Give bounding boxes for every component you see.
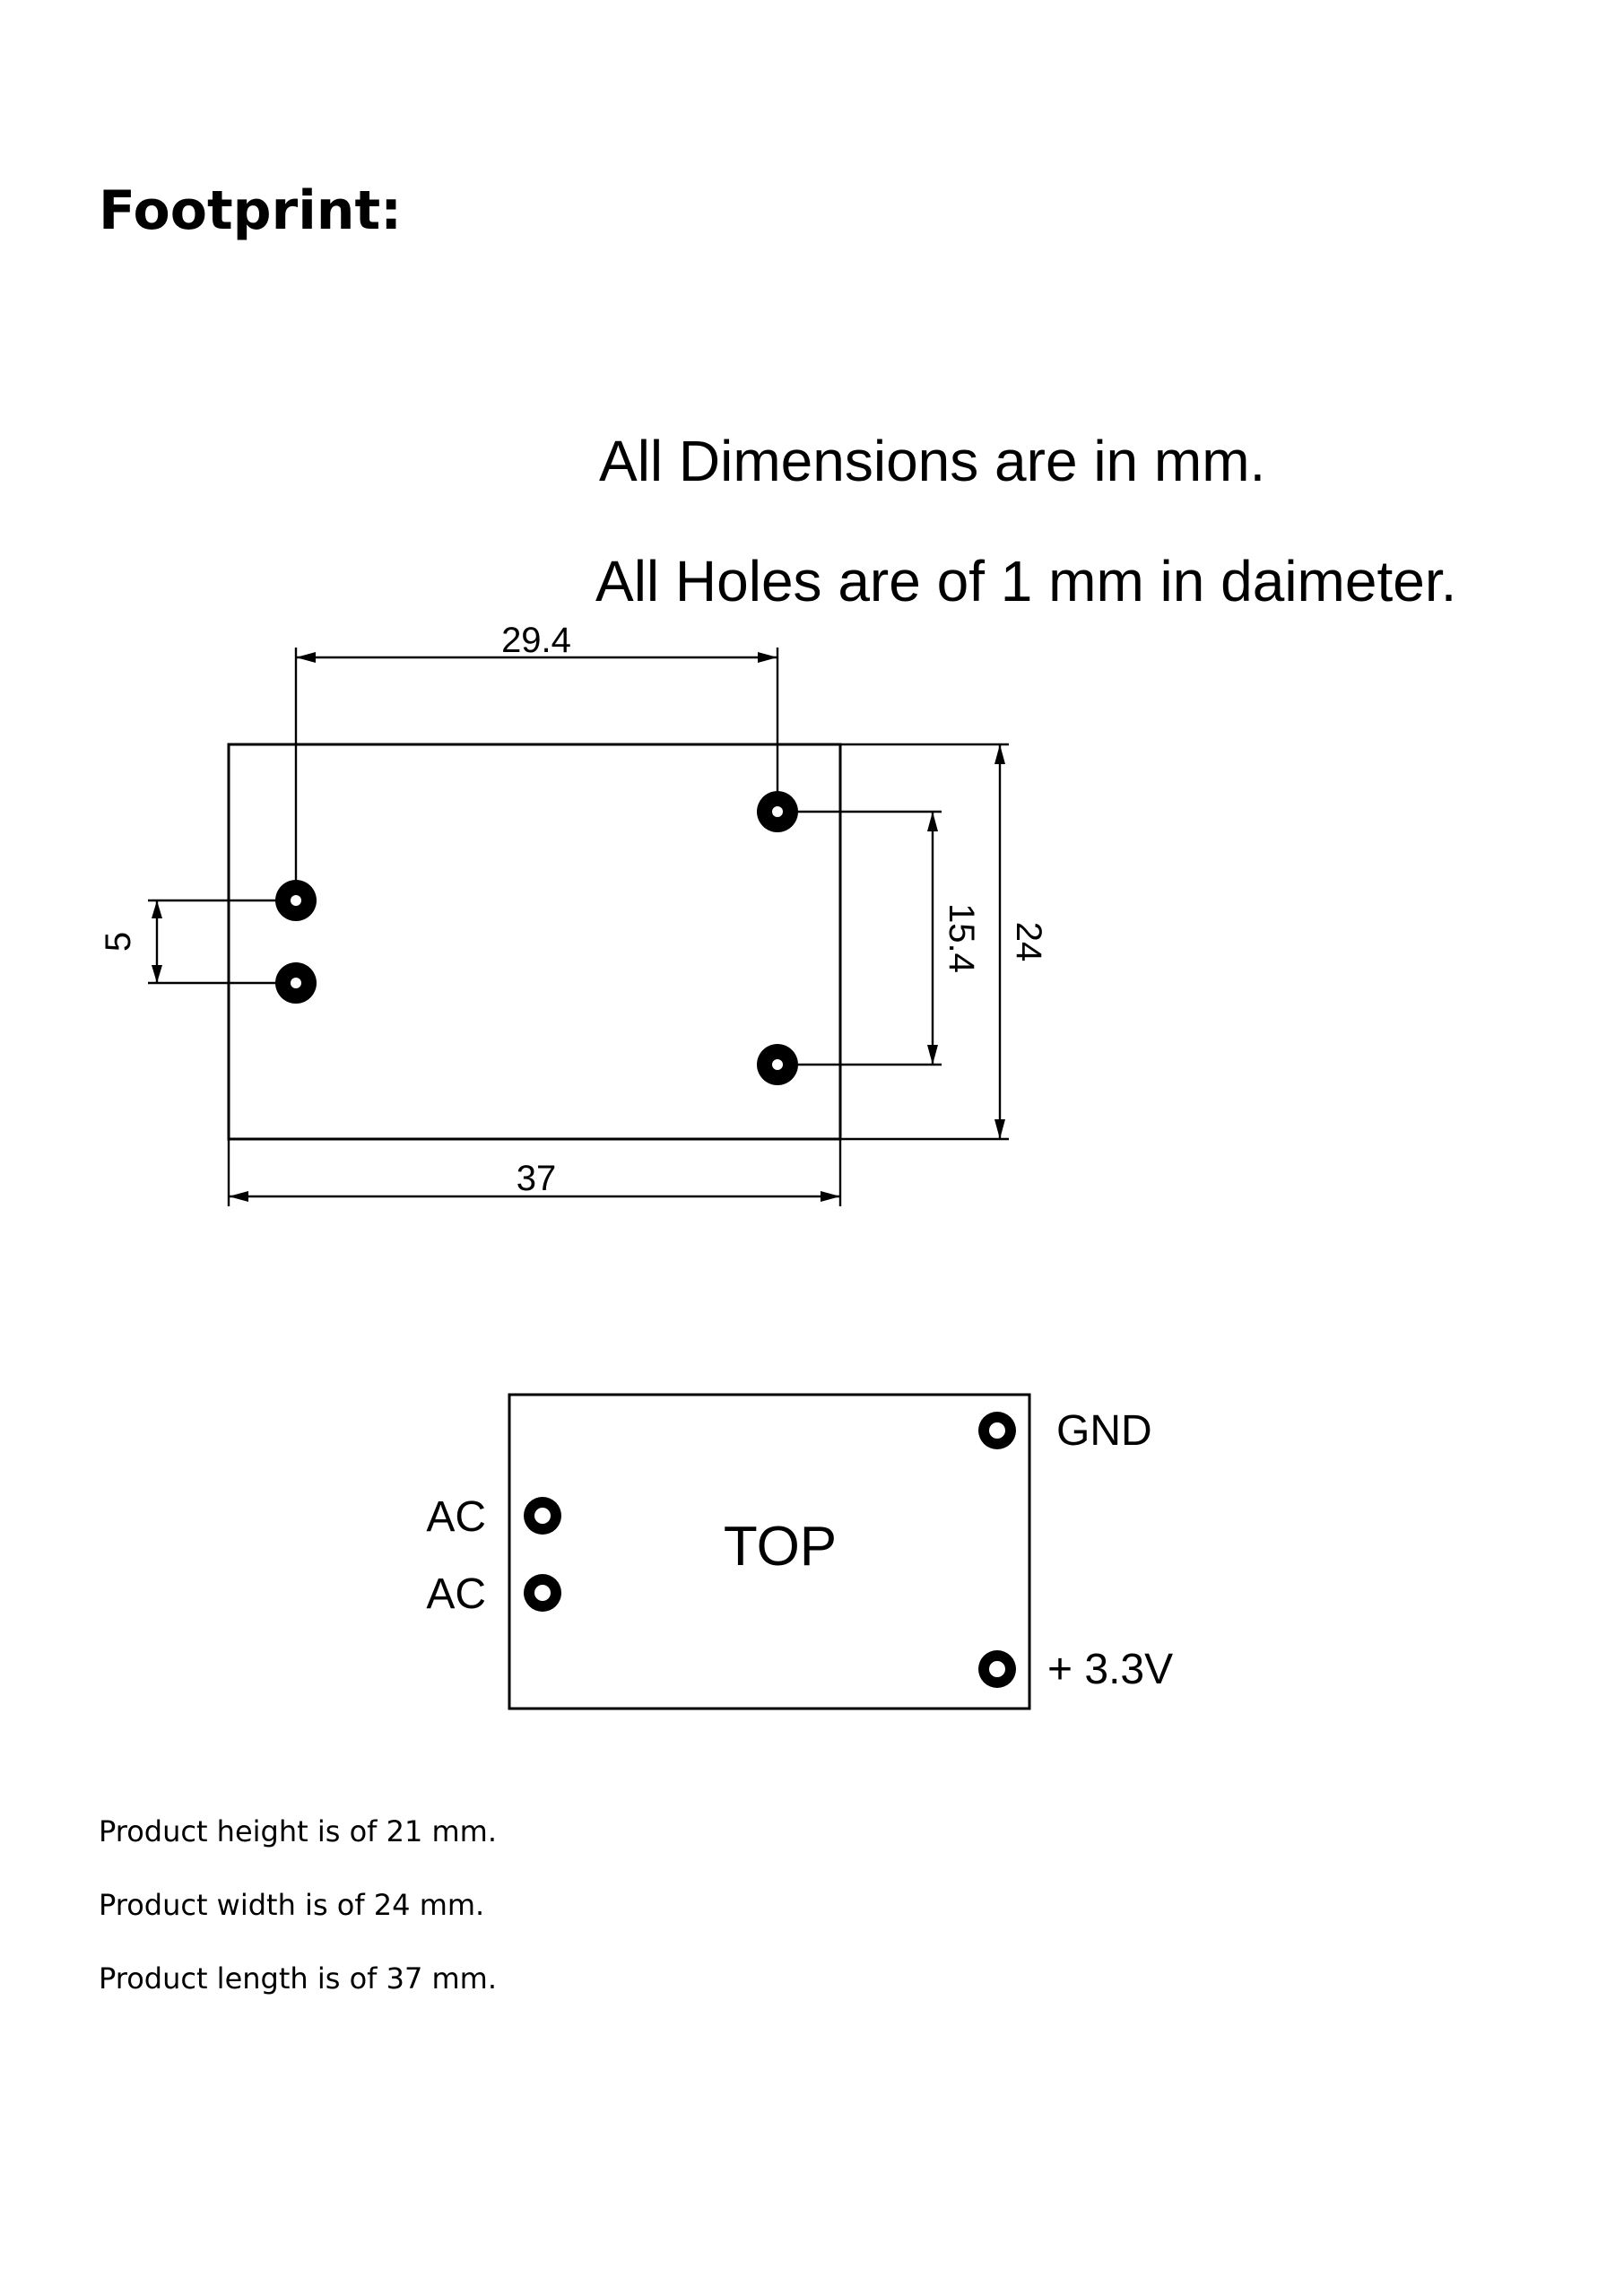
dimension-5: 5 <box>99 899 296 985</box>
dimension-label-5: 5 <box>99 932 138 952</box>
footprint-hole <box>275 880 317 921</box>
dimension-label-24: 24 <box>1009 922 1048 962</box>
top-view-label: TOP <box>724 1516 837 1578</box>
footprint-outline <box>227 743 842 1141</box>
pin-label-vout: + 3.3V <box>1047 1646 1173 1693</box>
spec-length: Product length is of 37 mm. <box>99 1961 497 1996</box>
page-title: Footprint: <box>99 179 403 242</box>
dimension-label-29-4: 29.4 <box>501 621 571 660</box>
dimension-37: 37 <box>227 1139 842 1206</box>
dimension-24: 24 <box>840 743 1048 1141</box>
pin-label-gnd: GND <box>1056 1407 1152 1455</box>
dimension-label-15-4: 15.4 <box>942 903 981 973</box>
spec-height: Product height is of 21 mm. <box>99 1814 497 1848</box>
dimensions-unit-note: All Dimensions are in mm. <box>599 429 1266 493</box>
pin-ac-2 <box>524 1574 561 1612</box>
dimension-15-4: 15.4 <box>777 810 981 1066</box>
spec-width: Product width is of 24 mm. <box>99 1888 485 1922</box>
footprint-hole <box>757 791 798 832</box>
pin-label-ac-1: AC <box>426 1493 486 1541</box>
pin-ac-1 <box>524 1497 561 1535</box>
footprint-hole <box>275 962 317 1004</box>
hole-diameter-note: All Holes are of 1 mm in daimeter. <box>595 549 1457 613</box>
dimension-label-37: 37 <box>517 1159 557 1198</box>
pin-vout <box>978 1650 1016 1688</box>
footprint-hole <box>757 1044 798 1085</box>
pinout-outline <box>508 1393 1031 1710</box>
pin-gnd <box>978 1412 1016 1449</box>
dimension-29-4: 29.4 <box>294 621 779 897</box>
pin-label-ac-2: AC <box>426 1570 486 1618</box>
